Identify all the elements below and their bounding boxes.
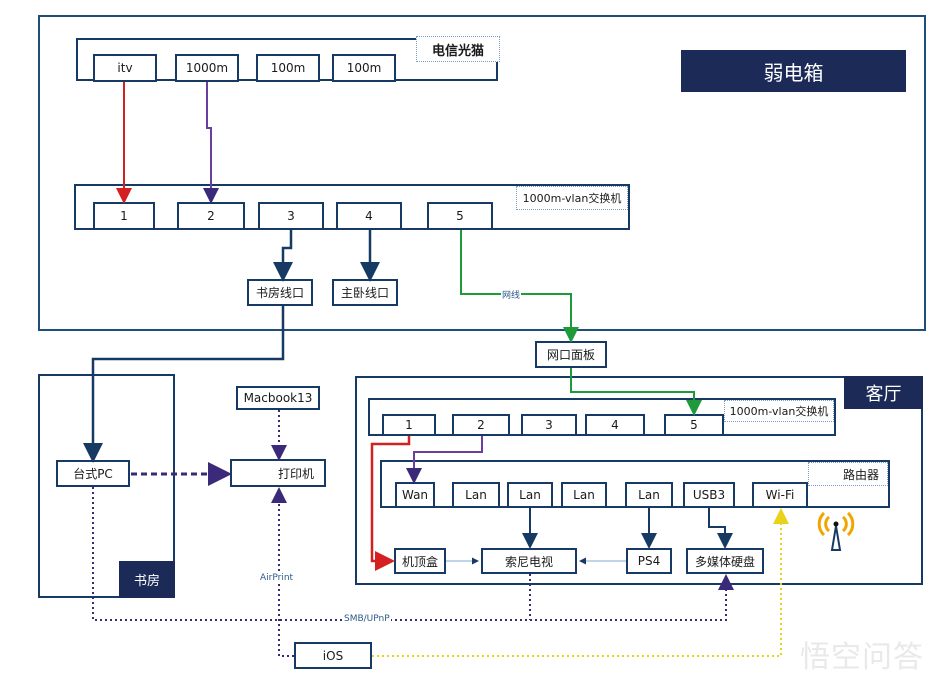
switch-living-port-1[interactable]: 1: [382, 414, 436, 436]
router-port-lan-1[interactable]: Lan: [452, 482, 500, 508]
wire-port5-panel: [460, 230, 579, 343]
modem-label: 电信光猫: [416, 36, 500, 62]
wire-outlet-pc: [83, 306, 285, 463]
router-port-lan-3[interactable]: Lan: [561, 482, 607, 508]
vlan-switch-main-label: 1000m-vlan交换机: [516, 186, 628, 210]
set-top-box[interactable]: 机顶盒: [394, 548, 446, 574]
wire-panel-switch: [570, 368, 702, 416]
weak-box-title: 弱电箱: [681, 50, 906, 92]
wire-ios-printer: [271, 487, 294, 657]
switch-living-port-3[interactable]: 3: [521, 414, 577, 436]
wire-wan: [406, 436, 483, 484]
modem-port-1000m[interactable]: 1000m: [175, 54, 239, 82]
router-port-usb3[interactable]: USB3: [683, 482, 735, 508]
modem-port-100m-b[interactable]: 100m: [332, 54, 396, 82]
desktop-pc[interactable]: 台式PC: [56, 460, 130, 487]
wire-1000m: [203, 82, 219, 204]
switch-living-port-2[interactable]: 2: [452, 414, 510, 436]
living-room-title: 客厅: [844, 376, 923, 409]
study-room-title: 书房: [119, 561, 175, 598]
switch-main-port-4[interactable]: 4: [336, 202, 402, 230]
sony-tv[interactable]: 索尼电视: [481, 548, 577, 574]
wire-port3: [273, 230, 293, 282]
switch-main-port-1[interactable]: 1: [93, 202, 155, 230]
watermark: 悟空问答: [800, 640, 924, 675]
outlet-master-bedroom[interactable]: 主卧线口: [332, 279, 398, 306]
printer[interactable]: 打印机: [230, 459, 326, 487]
switch-living-port-4[interactable]: 4: [585, 414, 645, 436]
airprint-label: AirPrint: [259, 573, 295, 583]
media-hdd[interactable]: 多媒体硬盘: [686, 548, 764, 574]
wire-usb-hdd: [708, 508, 733, 549]
vlan-switch-living-label: 1000m-vlan交换机: [724, 400, 834, 422]
modem-port-100m-a[interactable]: 100m: [256, 54, 320, 82]
wire-smb: [92, 487, 734, 621]
cable-label: 网线: [501, 288, 522, 301]
wire-ios-wifi: [372, 508, 789, 657]
router-port-lan-4[interactable]: Lan: [625, 482, 673, 508]
router-port-wifi[interactable]: Wi-Fi: [752, 482, 808, 508]
living-room-frame: [355, 376, 923, 585]
wire-stb: [370, 436, 411, 571]
router-label: 路由器: [808, 462, 888, 486]
ios-device[interactable]: iOS: [294, 642, 372, 669]
weak-box-frame: [38, 15, 926, 331]
ps4[interactable]: PS4: [626, 548, 672, 574]
switch-main-port-5[interactable]: 5: [427, 202, 493, 230]
switch-main-port-3[interactable]: 3: [258, 202, 324, 230]
macbook[interactable]: Macbook13: [236, 386, 320, 410]
study-room-frame: [38, 374, 175, 598]
router-port-lan-2[interactable]: Lan: [507, 482, 553, 508]
wifi-antenna-icon: [817, 511, 855, 551]
smb-upnp-label: SMB/UPnP: [343, 614, 391, 624]
modem-port-itv[interactable]: itv: [93, 54, 157, 82]
